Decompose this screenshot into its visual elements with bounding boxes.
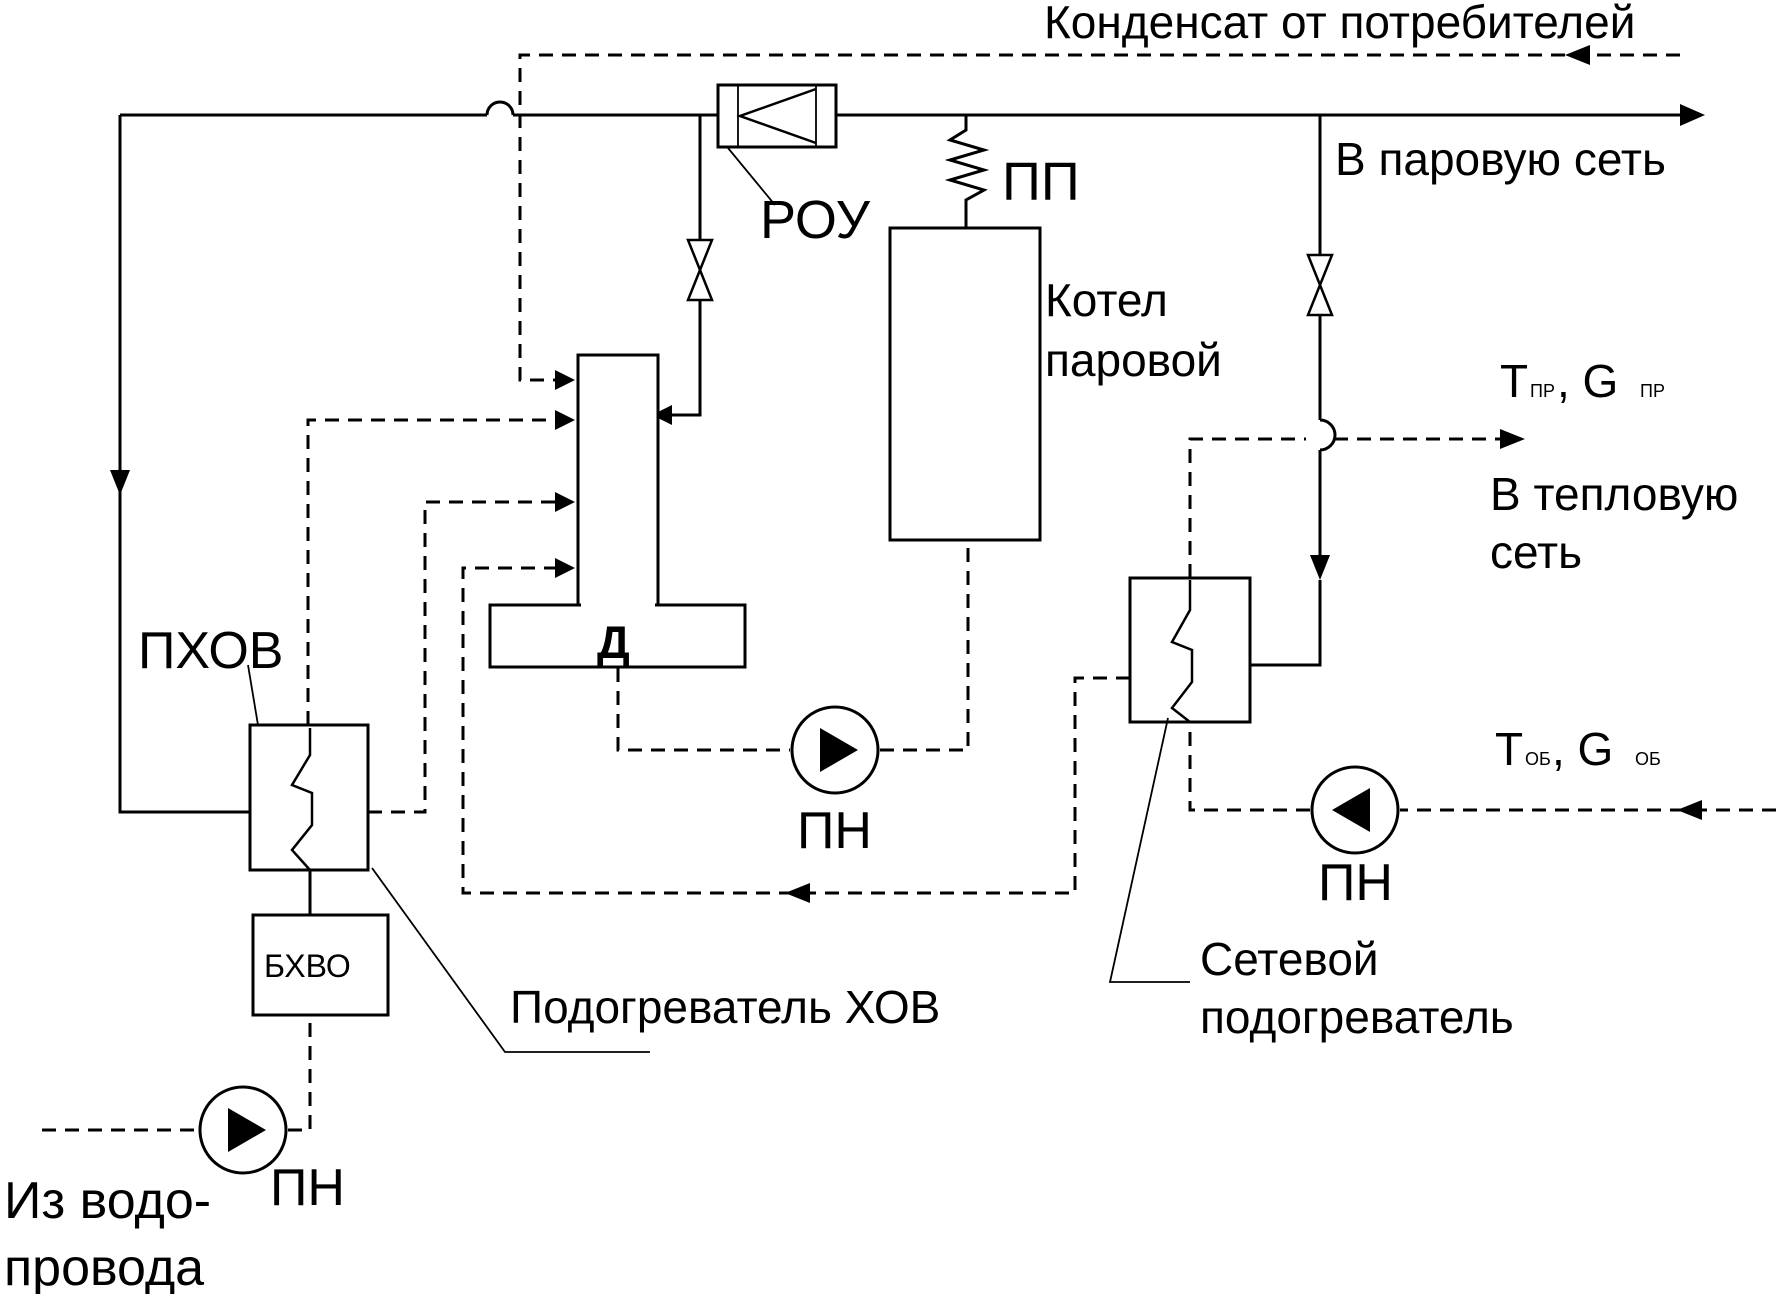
t-ob-label: T (1495, 723, 1523, 775)
from-water-label-2: провода (4, 1239, 204, 1294)
feed-pump-label: ПН (797, 802, 872, 860)
condensate-line (518, 53, 1680, 382)
phov-top-to-deaerator (306, 418, 555, 725)
raw-pump-label: ПН (270, 1159, 345, 1217)
heat-net-label-1: В тепловую (1490, 468, 1738, 520)
bhvo-label: БХВО (264, 948, 351, 984)
valve-network (1306, 253, 1334, 317)
network-pump-icon (1310, 765, 1400, 855)
bhvo-unit (251, 913, 390, 1017)
network-heater (1128, 576, 1252, 724)
net-heater-condensate-line (461, 566, 1130, 895)
hov-heater-leader (371, 867, 650, 1053)
rou-leader (727, 147, 776, 206)
steam-deaerator-arrow (652, 405, 672, 425)
steam-to-phov-line (118, 115, 250, 814)
rou-unit (716, 83, 838, 149)
net-condensate-arrow (785, 883, 810, 903)
steam-boiler (888, 226, 1042, 542)
net-heater-label-1: Сетевой (1200, 933, 1379, 985)
phov-top-arrow (555, 410, 575, 430)
steam-header-hop (485, 100, 515, 116)
heat-net-label-2: сеть (1490, 526, 1582, 578)
steam-net-label: В паровую сеть (1335, 133, 1666, 185)
network-pump-label: ПН (1318, 854, 1393, 912)
phov-side-to-deaerator (368, 500, 555, 814)
g-pr-sub: ПР (1640, 381, 1665, 401)
deaerator (488, 353, 747, 669)
condensate-label: Конденсат от потребителей (1044, 0, 1635, 48)
t-pr-sub: ПР (1530, 381, 1555, 401)
raw-water-pump-icon (198, 1085, 288, 1175)
steam-to-net-heater-line (1250, 115, 1322, 667)
boiler-label-2: паровой (1045, 334, 1222, 386)
feed-water-line (616, 540, 970, 752)
condensate-arrow (1565, 45, 1590, 65)
steam-net-arrow (1680, 104, 1705, 126)
steam-net-heater-arrow (1310, 555, 1330, 580)
net-heater-leader (1108, 717, 1190, 983)
phov-label: ПХОВ (138, 622, 283, 680)
heat-return-arrow (1677, 800, 1702, 820)
phov-side-arrow (555, 492, 575, 512)
from-water-label-1: Из водо- (4, 1172, 211, 1230)
t-pr-label: T (1500, 355, 1528, 407)
feed-pump-icon (790, 705, 880, 795)
rou-label: РОУ (760, 190, 871, 250)
superheater-coil (944, 115, 990, 228)
pp-label: ПП (1002, 152, 1080, 212)
g-ob-label: , G (1552, 723, 1613, 775)
heat-supply-arrow (1500, 429, 1525, 449)
phov-heater (248, 723, 370, 872)
phov-leader (247, 664, 259, 726)
steam-hop-net (1319, 418, 1337, 452)
raw-water-line (42, 1015, 312, 1132)
steam-down-arrow (110, 470, 130, 495)
t-ob-sub: ОБ (1525, 749, 1551, 769)
g-pr-label: , G (1557, 355, 1618, 407)
net-condensate-deaerator-arrow (555, 558, 575, 578)
deaerator-label: Д (597, 616, 630, 668)
steam-to-deaerator-line (672, 115, 702, 417)
net-heater-label-2: подогреватель (1200, 991, 1514, 1043)
condensate-deaerator-arrow (555, 370, 575, 390)
heat-return-line (1188, 722, 1776, 812)
boiler-label-1: Котел (1045, 274, 1168, 326)
g-ob-sub: ОБ (1635, 749, 1661, 769)
valve-deaerator (686, 238, 714, 302)
hov-heater-label: Подогреватель ХОВ (510, 981, 940, 1033)
heat-supply-line (1188, 437, 1500, 578)
